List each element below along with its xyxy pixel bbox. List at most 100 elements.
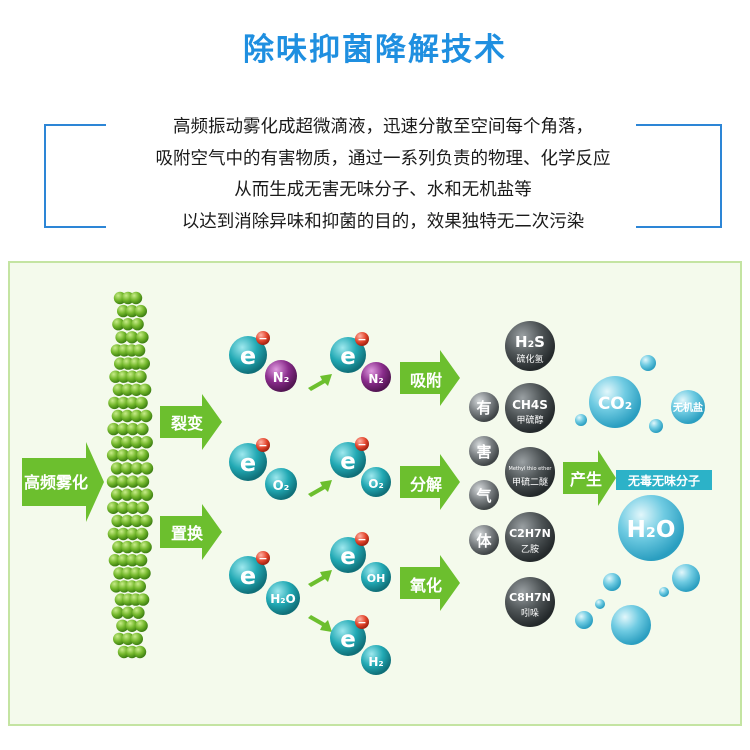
svg-text:e: e bbox=[340, 449, 356, 475]
harmful-gas-column: 有 害 气 体 bbox=[469, 392, 499, 555]
svg-text:N₂: N₂ bbox=[368, 372, 383, 386]
stage1-o2: e − O₂ bbox=[229, 438, 297, 500]
mist-particle bbox=[126, 422, 139, 436]
mist-particle bbox=[140, 514, 153, 528]
mist-particle bbox=[116, 619, 129, 632]
stage1-label-displacement: 置换 bbox=[171, 524, 204, 543]
mist-particle bbox=[126, 396, 139, 410]
mist-particle bbox=[137, 357, 150, 370]
svg-text:害: 害 bbox=[476, 443, 491, 461]
svg-text:−: − bbox=[258, 332, 267, 345]
mist-particle bbox=[116, 475, 130, 488]
svg-text:C2H7N: C2H7N bbox=[509, 527, 551, 540]
svg-text:e: e bbox=[240, 342, 256, 370]
mist-particle-column bbox=[106, 291, 154, 659]
mist-particle bbox=[121, 540, 134, 554]
mist-particle bbox=[132, 344, 146, 357]
svg-text:−: − bbox=[357, 533, 366, 546]
stage2-arrow-adsorb: 吸附 bbox=[400, 350, 460, 406]
mist-particle bbox=[116, 501, 130, 514]
mist-particle bbox=[121, 409, 134, 423]
description-line: 以达到消除异味和抑菌的目的，效果独特无二次污染 bbox=[44, 207, 722, 239]
mist-particle bbox=[136, 331, 149, 344]
mist-particle bbox=[130, 383, 143, 396]
page-title: 除味抑菌降解技术 bbox=[243, 32, 507, 68]
mist-particle bbox=[113, 632, 126, 646]
bracket-decoration bbox=[44, 124, 106, 228]
svg-text:C8H7N: C8H7N bbox=[509, 591, 551, 604]
svg-text:N₂: N₂ bbox=[273, 371, 290, 386]
mist-particle bbox=[126, 449, 140, 462]
mist-particle bbox=[138, 383, 152, 396]
mist-particle bbox=[107, 501, 120, 514]
produce-arrow: 产生 bbox=[563, 450, 616, 506]
mist-particle bbox=[126, 554, 139, 567]
harmless-label: 无毒无味分子 bbox=[616, 470, 712, 490]
stage1-h2o: e − H₂O bbox=[229, 551, 300, 615]
mist-particle bbox=[130, 514, 143, 528]
mist-particle bbox=[136, 475, 150, 488]
svg-text:−: − bbox=[357, 333, 366, 346]
start-label: 高频雾化 bbox=[24, 473, 88, 492]
mist-particle bbox=[136, 449, 150, 462]
mist-particle bbox=[112, 318, 125, 331]
svg-text:体: 体 bbox=[476, 532, 492, 550]
mist-particle bbox=[108, 396, 121, 410]
svg-text:气: 气 bbox=[475, 487, 491, 505]
mist-particle bbox=[111, 514, 124, 528]
svg-text:O₂: O₂ bbox=[273, 479, 290, 494]
svg-text:e: e bbox=[240, 562, 256, 590]
mist-particle bbox=[107, 422, 120, 436]
svg-text:乙胺: 乙胺 bbox=[521, 543, 539, 555]
svg-text:H₂O: H₂O bbox=[627, 517, 676, 543]
svg-text:H₂O: H₂O bbox=[270, 592, 296, 606]
svg-text:吸附: 吸附 bbox=[410, 371, 442, 390]
svg-text:O₂: O₂ bbox=[368, 477, 383, 491]
svg-text:无毒无味分子: 无毒无味分子 bbox=[627, 473, 700, 488]
svg-text:H₂: H₂ bbox=[368, 655, 383, 669]
mist-particle bbox=[121, 632, 135, 646]
svg-text:Methyl thio ether: Methyl thio ether bbox=[509, 466, 553, 472]
svg-text:e: e bbox=[340, 627, 356, 653]
mist-particle bbox=[121, 514, 134, 528]
mist-particle bbox=[136, 593, 150, 606]
mist-particle bbox=[120, 462, 134, 475]
stage2-arrow-decompose: 分解 bbox=[400, 454, 460, 510]
mist-particle bbox=[132, 606, 145, 619]
mist-particle bbox=[126, 527, 139, 541]
description-box: 高频振动雾化成超微滴液，迅速分散至空间每个角落， 吸附空气中的有害物质，通过一系… bbox=[44, 117, 722, 232]
svg-text:有: 有 bbox=[476, 399, 491, 417]
mist-particle bbox=[120, 488, 134, 501]
start-arrow: 高频雾化 bbox=[22, 442, 104, 522]
svg-text:−: − bbox=[258, 439, 267, 452]
stage1-arrow-top: 裂变 bbox=[160, 394, 222, 450]
mist-particle bbox=[117, 396, 130, 410]
stage1-n2: e − N₂ bbox=[229, 331, 297, 392]
mist-particle bbox=[112, 540, 125, 554]
mist-particle bbox=[130, 462, 144, 475]
svg-text:−: − bbox=[357, 616, 366, 629]
mist-particle bbox=[111, 606, 124, 619]
stage2-oh: e − OH bbox=[330, 532, 391, 592]
svg-text:无机盐: 无机盐 bbox=[672, 401, 703, 414]
mist-particle bbox=[135, 527, 149, 541]
svg-text:甲硫醇: 甲硫醇 bbox=[516, 414, 543, 426]
mist-particle bbox=[129, 291, 143, 305]
bracket-decoration bbox=[636, 124, 722, 228]
stage1-label-fission: 裂变 bbox=[170, 414, 203, 433]
svg-text:OH: OH bbox=[367, 572, 386, 585]
svg-text:e: e bbox=[340, 544, 356, 570]
mist-particle bbox=[121, 606, 135, 619]
mist-particle bbox=[116, 449, 130, 462]
mist-particle bbox=[139, 409, 153, 423]
mist-particle bbox=[111, 436, 124, 449]
mist-particle bbox=[117, 304, 130, 318]
mist-particle bbox=[115, 331, 128, 344]
svg-text:−: − bbox=[258, 552, 267, 565]
svg-text:CO₂: CO₂ bbox=[598, 394, 632, 414]
mist-particle bbox=[134, 370, 147, 383]
stage2-arrow-oxidize: 氧化 bbox=[400, 555, 460, 611]
mist-particle bbox=[136, 422, 149, 436]
small-arrows bbox=[308, 374, 332, 632]
